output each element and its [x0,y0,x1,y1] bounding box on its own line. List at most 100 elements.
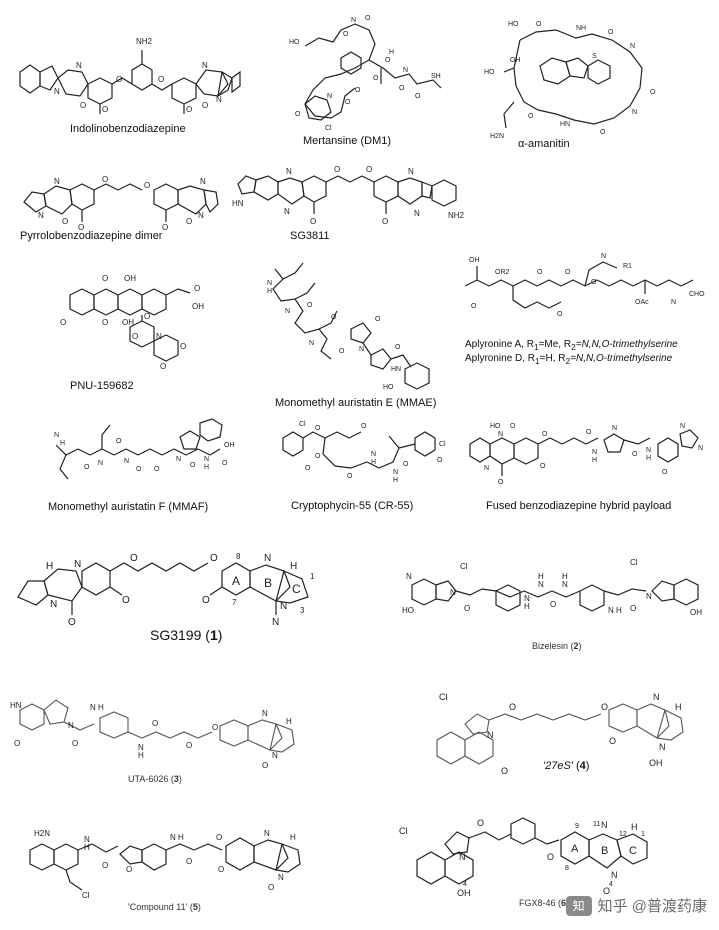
fgx-atom-o1: O [477,818,484,828]
c11-atom-o5: O [218,865,224,874]
27es-atom-o2: O [601,702,608,712]
fgx-atom-o2: O [547,852,554,862]
sg3199-number: 1 [209,627,218,643]
mertansine-atom-o3: O [385,57,391,64]
mertansine-atom-sh: SH [431,73,441,80]
indolino-atom-n3: N [202,61,208,70]
mmae-atom-o4: O [375,316,381,323]
compound11-number: 5 [192,902,198,912]
sg3199-ring-a: A [232,574,240,588]
crypto-atom-o1: O [315,425,321,432]
mmaf-atom-h2: H [204,464,209,471]
27es-atom-n3: N [659,742,666,752]
mertansine-atom-n3: N [403,67,408,74]
mmaf-atom-h1: H [60,440,65,447]
sg3811-atom-o4: O [382,217,388,226]
pnu-atom-o6: O [132,332,138,341]
amanitin-atom-o3: O [650,89,656,96]
pnu-atom-o3: O [102,318,108,327]
uta-atom-o4: O [186,741,192,750]
sg3811-caption: SG3811 [290,230,330,242]
mmae-atom-o3: O [339,348,345,355]
fgx-atom-o3: O [603,886,610,896]
mertansine-atom-o5: O [295,111,301,118]
pnu-atom-o8: O [160,362,166,371]
mertansine-atom-o8: O [399,85,405,92]
bizelesin-caption: Bizelesin (2) [532,641,582,651]
pbd-atom-n2: N [38,211,44,220]
sg3199-atom-n2: N [50,599,57,610]
mmae-drawing: N H O N O N O O N O HN HO [267,262,430,391]
bize-atom-cl2: Cl [630,558,638,567]
sg3199-atom-n4: N [280,601,287,612]
sg3199-atom-h1: H [46,561,53,572]
sg3199-pos-1: 1 [310,572,315,581]
mmae-atom-n3: N [309,340,314,347]
fgx-pos-8: 8 [565,865,569,872]
mmae-atom-o2: O [331,314,337,321]
aply-atom-o4: O [471,303,477,310]
bize-atom-n7: N [646,592,652,601]
27es-atom-o3: O [609,736,616,746]
sg3199-drawing: H N O O O O N N O N H N A B C 8 7 1 3 [17,552,315,628]
amanitin-atom-n: N [630,43,635,50]
amanitin-atom-ho2: HO [484,69,495,76]
bize-atom-n5: N [562,580,568,589]
mertansine-atom-cl: Cl [325,125,332,132]
pnu-atom-o1: O [102,274,108,283]
fgx-pos-9: 9 [575,823,579,830]
aply-a-tail: =N,N,O-trimethylserine [575,339,678,350]
bizelesin-structure: Cl Cl N N O HO N H N H O N H N H O N OH … [400,555,710,655]
amanitin-atom-hn: HN [560,121,570,128]
uta-atom-o3: O [152,719,158,728]
bize-atom-n1: N [406,572,412,581]
mertansine-atom-o6: O [345,99,351,106]
uta-atom-hn: HN [10,701,22,710]
amanitin-atom-s: S [592,53,597,60]
indolino-atom-n1: N [76,61,82,70]
sg3811-atom-n1: N [286,167,292,176]
mmaf-caption: Monomethyl auristatin F (MMAF) [48,501,209,513]
fgx-pos-12: 12 [619,831,627,838]
amanitin-atom-nh: NH [576,25,586,32]
27es-name: '27eS' [543,760,573,772]
crypto-atom-o4: O [305,465,311,472]
pnu-atom-o2: O [194,284,200,293]
bize-atom-h1: H [524,602,530,611]
pbd-dimer-drawing: N O O O O N N O O N [23,175,219,232]
sg3199-atom-n3: N [264,553,271,564]
aply-d-mid: =H, R [539,353,566,364]
bize-atom-n3: N [524,594,530,603]
indolino-atom-n2: N [54,87,60,96]
fgx-pos-11: 11 [593,821,600,828]
indolino-atom-o3: O [102,105,108,114]
crypto-atom-n1: N [371,451,376,458]
c11-atom-cl: Cl [82,891,90,900]
mertansine-atom-ho: HO [289,39,300,46]
indolino-atom-nh2: NH2 [136,37,153,46]
mertansine-atom-o1: O [365,15,371,22]
mmaf-atom-o1: O [84,464,90,471]
aply-d-tail: =N,N,O-trimethylserine [570,353,673,364]
27es-structure: Cl N O O N H N O O OH '27eS' (4) [425,680,715,790]
27es-caption: '27eS' (4) [543,760,590,772]
amanitin-atom-o1: O [536,21,542,28]
fused-atom-h2: H [646,455,651,462]
mmaf-atom-o4: O [154,466,160,473]
bizelesin-drawing: Cl Cl N N O HO N H N H O N H N H O N OH [402,558,702,617]
mmae-atom-o5: O [395,344,401,351]
uta-atom-o1: O [14,739,20,748]
mertansine-atom-o7: O [355,87,361,94]
uta-name: UTA-6026 [128,774,169,784]
sg3199-atom-o3: O [122,595,130,606]
aply-atom-cho: CHO [689,291,705,298]
fgx-atom-n2: N [601,820,608,830]
mmaf-drawing: N H O N O N O O N O N H OH O [54,418,235,480]
mmae-atom-h: H [267,288,272,295]
amanitin-atom-n2: N [632,109,637,116]
c11-atom-o3: O [186,857,192,866]
crypto-atom-cl2: Cl [439,441,446,448]
uta-atom-n4: N [262,709,268,718]
uta-atom-n2: N [90,703,96,712]
pnu-atom-oh2: OH [192,302,204,311]
